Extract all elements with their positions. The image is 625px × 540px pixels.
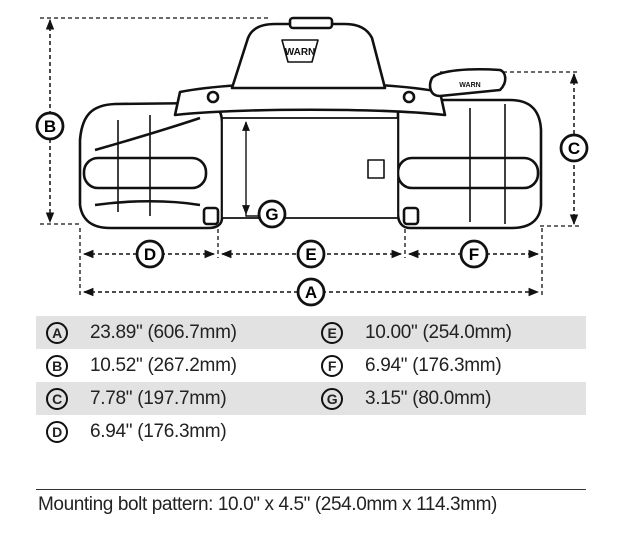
dimension-d: D	[82, 239, 216, 269]
spec-row: A 23.89" (606.7mm) E 10.00" (254.0mm)	[36, 316, 586, 349]
right-handle	[396, 156, 540, 190]
dimension-badge-c: C	[46, 387, 68, 410]
winch-dimension-diagram: WARN WARN B C G D E F A	[35, 16, 589, 307]
brand-logo: WARN	[285, 47, 316, 58]
svg-text:C: C	[568, 139, 580, 158]
dimension-badge-f: F	[321, 354, 343, 377]
spec-a: A 23.89" (606.7mm)	[36, 321, 311, 344]
dimension-c: C	[559, 72, 589, 226]
svg-text:G: G	[265, 205, 278, 224]
footer-divider	[36, 489, 586, 490]
clutch-lever	[428, 67, 507, 98]
dimension-e: E	[220, 239, 403, 269]
spec-row: C 7.78" (197.7mm) G 3.15" (80.0mm)	[36, 382, 586, 415]
spec-value-d: 6.94" (176.3mm)	[90, 420, 227, 442]
spec-row: D 6.94" (176.3mm)	[36, 415, 586, 448]
spec-value-a: 23.89" (606.7mm)	[90, 321, 237, 343]
spec-value-b: 10.52" (267.2mm)	[90, 354, 237, 376]
dimension-f: F	[407, 239, 540, 269]
dimension-badge-d: D	[46, 420, 68, 443]
spec-f: F 6.94" (176.3mm)	[311, 354, 586, 377]
dimension-b: B	[35, 18, 65, 224]
spec-value-f: 6.94" (176.3mm)	[365, 354, 502, 376]
svg-text:F: F	[469, 245, 479, 264]
spec-g: G 3.15" (80.0mm)	[311, 387, 586, 410]
svg-text:A: A	[305, 283, 317, 302]
mounting-bolt-note: Mounting bolt pattern: 10.0" x 4.5" (254…	[38, 494, 497, 515]
spec-value-e: 10.00" (254.0mm)	[365, 321, 512, 343]
brand-logo-small: WARN	[459, 82, 480, 89]
svg-text:D: D	[144, 245, 156, 264]
spec-c: C 7.78" (197.7mm)	[36, 387, 311, 410]
svg-text:E: E	[305, 245, 316, 264]
spec-e: E 10.00" (254.0mm)	[311, 321, 586, 344]
svg-text:B: B	[44, 117, 56, 136]
dimension-badge-a: A	[46, 321, 68, 344]
spec-value-c: 7.78" (197.7mm)	[90, 387, 227, 409]
spec-row: B 10.52" (267.2mm) F 6.94" (176.3mm)	[36, 349, 586, 382]
dimension-badge-e: E	[321, 321, 343, 344]
dimension-spec-table: A 23.89" (606.7mm) E 10.00" (254.0mm) B …	[36, 316, 586, 448]
winch-illustration	[78, 16, 543, 230]
spec-d: D 6.94" (176.3mm)	[36, 420, 311, 443]
dimension-g: G	[242, 121, 287, 229]
spec-value-g: 3.15" (80.0mm)	[365, 387, 492, 409]
dimension-badge-g: G	[321, 387, 343, 410]
left-handle	[82, 156, 208, 190]
dimension-a: A	[82, 277, 540, 307]
spec-b: B 10.52" (267.2mm)	[36, 354, 311, 377]
dimension-badge-b: B	[46, 354, 68, 377]
